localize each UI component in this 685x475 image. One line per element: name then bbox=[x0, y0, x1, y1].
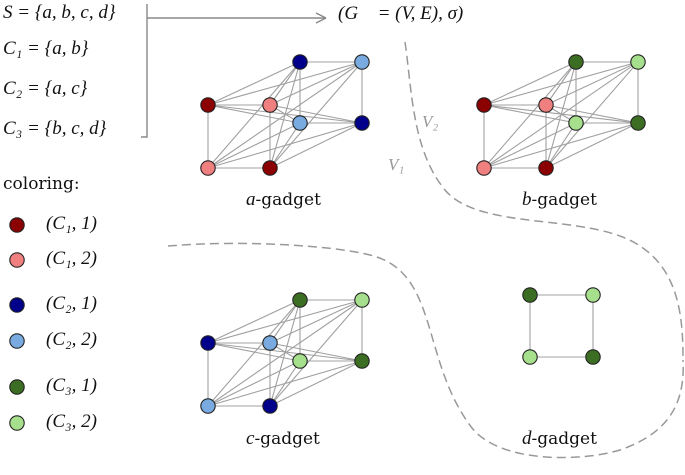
graph-node bbox=[354, 54, 370, 70]
legend-label: (C₃, 2) bbox=[46, 411, 97, 432]
set-s-definition: S = {a, b, c, d} bbox=[3, 2, 116, 23]
legend-label: (C₃, 1) bbox=[46, 375, 97, 396]
legend-swatch bbox=[9, 379, 25, 395]
graph-node bbox=[522, 287, 538, 303]
graph-node bbox=[354, 353, 370, 369]
graph-edge bbox=[269, 299, 363, 344]
gadget-label-d: d-gadget bbox=[522, 428, 597, 449]
graph-node bbox=[568, 54, 584, 70]
graph-node bbox=[292, 115, 308, 131]
partition-curve-v1 bbox=[167, 242, 684, 459]
graph-node bbox=[538, 160, 554, 176]
graph-node bbox=[292, 353, 308, 369]
mapping-bracket bbox=[141, 4, 148, 138]
graph-node bbox=[568, 115, 584, 131]
region-label-v2: V₂ bbox=[422, 112, 439, 131]
graph-node bbox=[585, 349, 601, 365]
graph-edge bbox=[207, 360, 301, 407]
graph-node bbox=[292, 292, 308, 308]
graph-node bbox=[476, 160, 492, 176]
region-label-v1: V₁ bbox=[388, 155, 405, 174]
graph-node bbox=[262, 398, 278, 414]
graph-edge bbox=[483, 61, 577, 106]
graph-edge bbox=[269, 61, 363, 106]
graph-edge bbox=[269, 299, 301, 344]
graph-node bbox=[476, 97, 492, 113]
set-c2-definition: C₂ = {a, c} bbox=[3, 78, 88, 99]
graph-node bbox=[262, 97, 278, 113]
graph-node bbox=[200, 97, 216, 113]
legend-label: (C₁, 1) bbox=[46, 213, 97, 234]
graph-edge bbox=[483, 104, 577, 124]
graph-edge bbox=[207, 342, 301, 362]
graph-edge bbox=[269, 299, 301, 407]
graph-nodes bbox=[200, 54, 646, 414]
graph-edge bbox=[269, 360, 363, 407]
graph-edge bbox=[483, 122, 577, 169]
graph-node bbox=[585, 287, 601, 303]
graph-edge bbox=[207, 104, 301, 124]
graph-edge bbox=[269, 122, 363, 169]
legend-swatch bbox=[9, 252, 25, 268]
graph-edge bbox=[545, 61, 639, 106]
graph-edge bbox=[545, 61, 577, 169]
graph-edge bbox=[545, 122, 577, 169]
graph-edge bbox=[269, 61, 301, 106]
partition-curve-v2 bbox=[404, 41, 684, 361]
graph-node bbox=[630, 54, 646, 70]
legend-swatch bbox=[9, 333, 25, 349]
set-c3-definition: C₃ = {b, c, d} bbox=[3, 118, 107, 139]
graph-edge bbox=[483, 61, 577, 169]
graph-edge bbox=[545, 61, 577, 106]
graph-edge bbox=[269, 299, 363, 407]
graph-node bbox=[354, 115, 370, 131]
graph-edge bbox=[269, 342, 363, 362]
graph-edge bbox=[545, 104, 639, 124]
graph-edge bbox=[269, 104, 363, 124]
legend-swatches bbox=[9, 217, 25, 431]
graph-node bbox=[200, 335, 216, 351]
graph-edge bbox=[207, 299, 301, 407]
legend-swatch bbox=[9, 217, 25, 233]
graph-edge bbox=[207, 61, 301, 106]
graph-title: (G⃗ = (V, E), σ) bbox=[338, 3, 464, 24]
gadget-label-a: a-gadget bbox=[246, 189, 321, 210]
graph-edge bbox=[269, 61, 363, 169]
legend-label: (C₂, 2) bbox=[46, 329, 97, 350]
graph-edge bbox=[545, 61, 639, 169]
graph-node bbox=[262, 160, 278, 176]
graph-node bbox=[522, 349, 538, 365]
graph-node bbox=[354, 292, 370, 308]
graph-node bbox=[630, 115, 646, 131]
graph-edge bbox=[207, 122, 301, 169]
graph-node bbox=[292, 54, 308, 70]
graph-edge bbox=[269, 122, 301, 169]
set-c1-definition: C₁ = {a, b} bbox=[3, 38, 89, 59]
coloring-title: coloring: bbox=[3, 174, 80, 194]
graph-edge bbox=[545, 122, 639, 169]
mapping-arrowhead bbox=[315, 12, 327, 24]
gadget-label-b: b-gadget bbox=[522, 189, 597, 210]
legend-swatch bbox=[9, 415, 25, 431]
graph-node bbox=[538, 97, 554, 113]
graph-node bbox=[262, 335, 278, 351]
graph-edge bbox=[269, 360, 301, 407]
graph-node bbox=[200, 160, 216, 176]
graph-edges bbox=[207, 61, 639, 407]
graph-edge bbox=[207, 61, 301, 169]
legend-swatch bbox=[9, 297, 25, 313]
legend-label: (C₁, 2) bbox=[46, 248, 97, 269]
graph-node bbox=[200, 398, 216, 414]
legend-label: (C₂, 1) bbox=[46, 293, 97, 314]
gadget-label-c: c-gadget bbox=[246, 428, 320, 449]
graph-edge bbox=[207, 299, 301, 344]
graph-edge bbox=[269, 61, 301, 169]
